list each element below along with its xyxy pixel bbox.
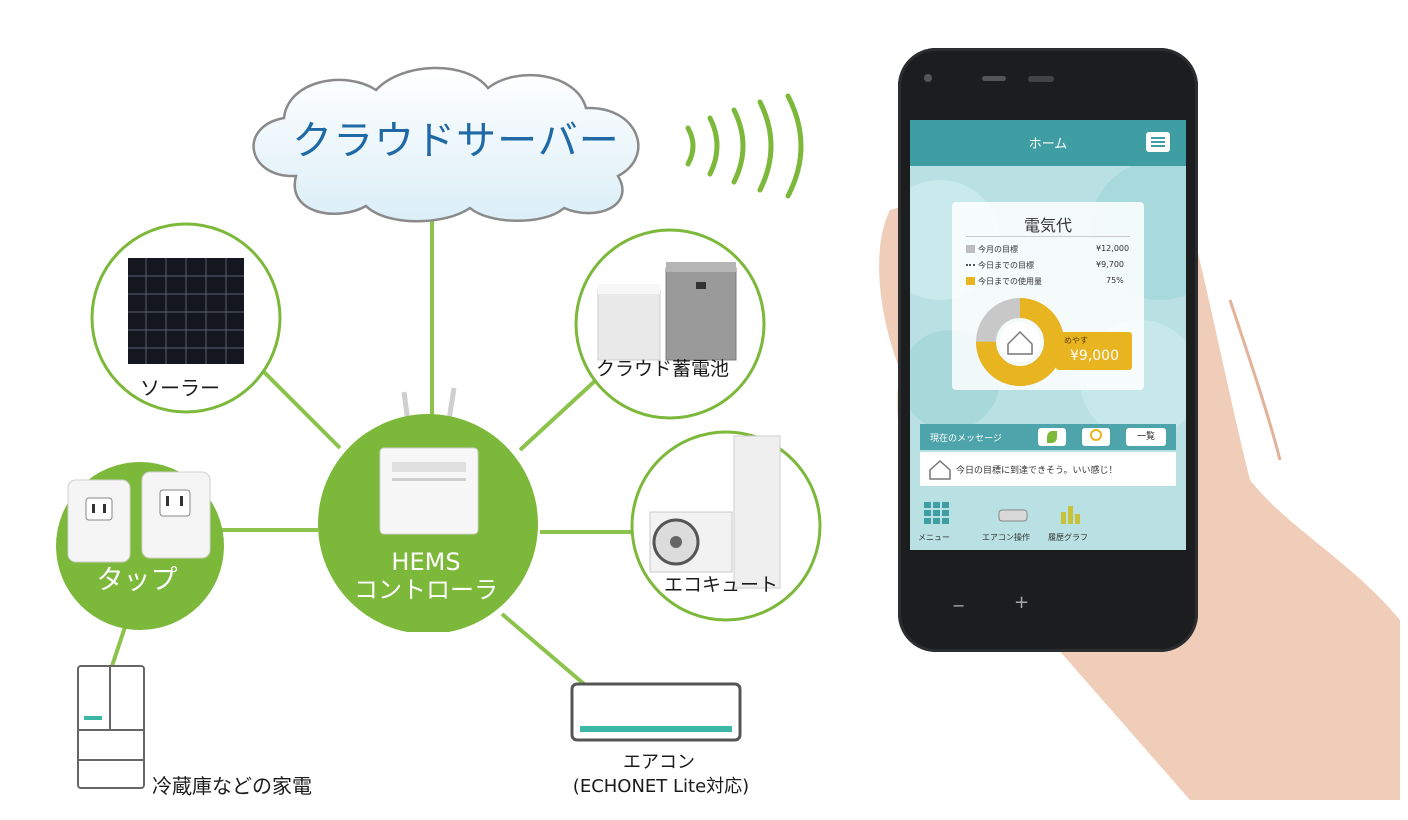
list-button[interactable]: 一覧	[1126, 428, 1166, 446]
front-camera-icon	[924, 74, 932, 82]
hamburger-menu-icon[interactable]	[1146, 132, 1170, 152]
battery-label: クラウド蓄電池	[596, 358, 730, 380]
tap-label: タップ	[96, 565, 178, 596]
leaf-button[interactable]	[1038, 428, 1066, 446]
wireless-signal-icon	[685, 93, 804, 199]
air-conditioner-icon	[570, 682, 742, 742]
nav-label-graph[interactable]: 履歴グラフ	[1048, 533, 1088, 542]
row-value: ¥12,000	[1096, 244, 1130, 253]
cloud-shape	[252, 66, 640, 223]
line-solar-hems	[260, 368, 342, 450]
row-monthly-target: 今月の目標 ¥12,000	[966, 244, 1129, 255]
battery-node	[574, 228, 766, 420]
grid-menu-icon[interactable]	[922, 500, 952, 526]
message-bar: 現在のメッセージ 一覧	[920, 424, 1176, 450]
electricity-cost-card: 電気代 今月の目標 ¥12,000 今日までの目標 ¥9,700 今日までの使用…	[952, 202, 1144, 390]
battery-unit-small-icon	[597, 289, 661, 361]
row-usage-to-date: 今日までの使用量 75%	[966, 276, 1124, 287]
nav-label-aircon[interactable]: エアコン操作	[982, 533, 1030, 542]
app-header: ホーム	[910, 120, 1186, 166]
tap-node	[56, 462, 224, 630]
estimate-badge-value: ¥9,000	[1070, 348, 1119, 364]
sun-button[interactable]	[1082, 428, 1110, 446]
nav-label-menu[interactable]: メニュー	[918, 533, 950, 542]
smart-plug-left-icon	[67, 479, 131, 563]
message-box: 今日の目標に到達できそう。いい感じ！	[920, 452, 1176, 486]
cloud-outline	[252, 66, 640, 223]
house-mascot-icon	[929, 459, 951, 480]
row-label: 今月の目標	[978, 245, 1018, 254]
donut-usage-arc	[976, 298, 1064, 386]
cloud-label: クラウドサーバー	[292, 118, 620, 164]
solar-node	[90, 222, 282, 414]
card-title: 電気代	[1023, 216, 1072, 235]
app-header-title: ホーム	[1028, 137, 1068, 152]
solar-label: ソーラー	[140, 376, 220, 400]
water-tank-icon	[733, 435, 781, 589]
sensor-icon	[982, 76, 1006, 81]
row-value: 75%	[1106, 276, 1124, 285]
estimate-badge-label: めやす	[1064, 336, 1088, 345]
hems-label: HEMS コントローラ	[318, 548, 534, 604]
row-label: 今日までの使用量	[978, 277, 1042, 286]
swatch-yellow	[966, 277, 975, 285]
hems-device-icon	[379, 447, 479, 535]
hems-controller-node	[318, 387, 538, 632]
phone-screen: ホーム 電気代 今月の目標 ¥12,000 今日までの目標 ¥9,700 今日ま…	[910, 120, 1186, 550]
sun-icon	[1090, 429, 1102, 441]
line-hems-aircon	[500, 612, 586, 686]
ecocute-node	[630, 430, 822, 622]
soft-key-plus[interactable]: +	[1014, 592, 1030, 613]
battery-unit-large-icon	[665, 267, 737, 361]
line-battery-hems	[518, 378, 598, 452]
swatch-gray	[966, 245, 975, 253]
fridge-label: 冷蔵庫などの家電	[152, 774, 312, 798]
row-label: 今日までの目標	[978, 261, 1034, 270]
soft-key-minus[interactable]: −	[952, 596, 966, 615]
aircon-icon[interactable]	[998, 508, 1028, 524]
house-icon	[1007, 330, 1033, 355]
row-target-to-date: 今日までの目標 ¥9,700	[966, 260, 1124, 271]
swatch-dotted-line	[966, 264, 975, 266]
ecocute-label: エコキュート	[664, 574, 779, 596]
bar-graph-icon[interactable]	[1058, 500, 1086, 526]
message-text: 今日の目標に到達できそう。いい感じ！	[956, 466, 1118, 476]
row-value: ¥9,700	[1096, 260, 1124, 269]
aircon-label-line1: エアコン	[623, 752, 695, 773]
estimate-badge: めやす ¥9,000	[1056, 332, 1132, 370]
message-bar-label: 現在のメッセージ	[930, 434, 1002, 444]
refrigerator-icon	[77, 665, 145, 789]
aircon-label-line2: (ECHONET Lite対応)	[572, 776, 750, 797]
hems-label-line1: HEMS	[391, 548, 461, 576]
leaf-icon	[1047, 431, 1057, 443]
hems-label-line2: コントローラ	[354, 576, 498, 604]
usage-donut-chart	[976, 298, 1064, 386]
speaker-grille-icon	[1028, 76, 1054, 82]
